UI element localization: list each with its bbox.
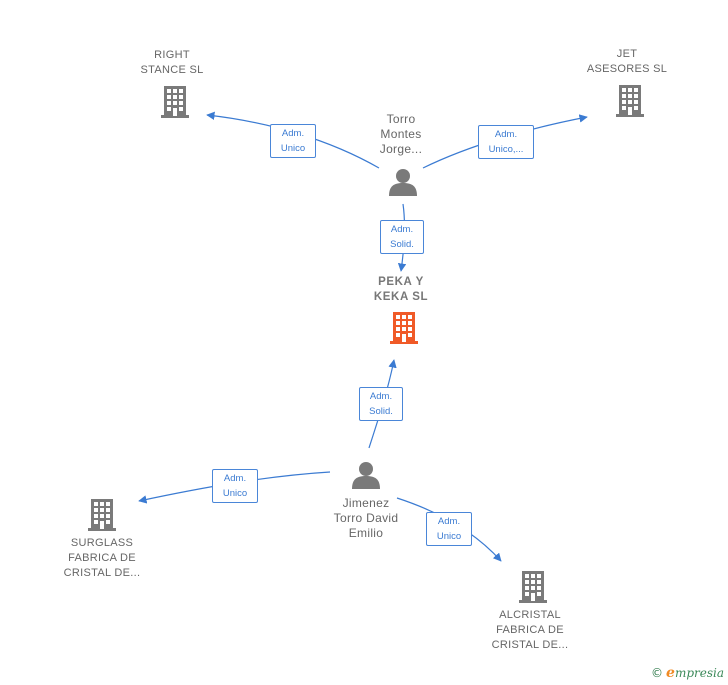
alcristal-label[interactable]: ALCRISTAL FABRICA DE CRISTAL DE... — [491, 609, 569, 651]
brand-logo-initial: e — [666, 665, 675, 681]
brand-logo-text: mpresia — [674, 666, 724, 680]
surglass-building-icon[interactable] — [88, 499, 116, 531]
edge-label-torro-peka: Adm. Solid. — [380, 220, 424, 254]
surglass-label[interactable]: SURGLASS FABRICA DE CRISTAL DE... — [63, 537, 141, 579]
edge-label-torro-jet: Adm. Unico,... — [478, 125, 534, 159]
jimenez-torro-person-icon[interactable] — [352, 462, 380, 489]
copyright-watermark: ©empresia — [651, 665, 724, 681]
edge-label-jimenez-alcristal: Adm. Unico — [426, 512, 472, 546]
alcristal-building-icon[interactable] — [519, 571, 547, 603]
edge-label-jimenez-surglass: Adm. Unico — [212, 469, 258, 503]
jet-asesores-label[interactable]: JET ASESORES SL — [586, 48, 668, 75]
edge-label-torro-right: Adm. Unico — [270, 124, 316, 158]
right-stance-building-icon[interactable] — [161, 86, 189, 118]
copyright-symbol: © — [651, 666, 664, 680]
torro-montes-person-icon[interactable] — [389, 169, 417, 196]
right-stance-label[interactable]: RIGHT STANCE SL — [140, 49, 204, 76]
torro-montes-label[interactable]: Torro Montes Jorge... — [379, 112, 423, 156]
peka-keka-label[interactable]: PEKA Y KEKA SL — [373, 276, 429, 303]
jet-asesores-building-icon[interactable] — [616, 85, 644, 117]
edge-label-jimenez-peka: Adm. Solid. — [359, 387, 403, 421]
peka-keka-building-icon[interactable] — [390, 312, 418, 344]
jimenez-torro-label[interactable]: Jimenez Torro David Emilio — [333, 496, 399, 540]
